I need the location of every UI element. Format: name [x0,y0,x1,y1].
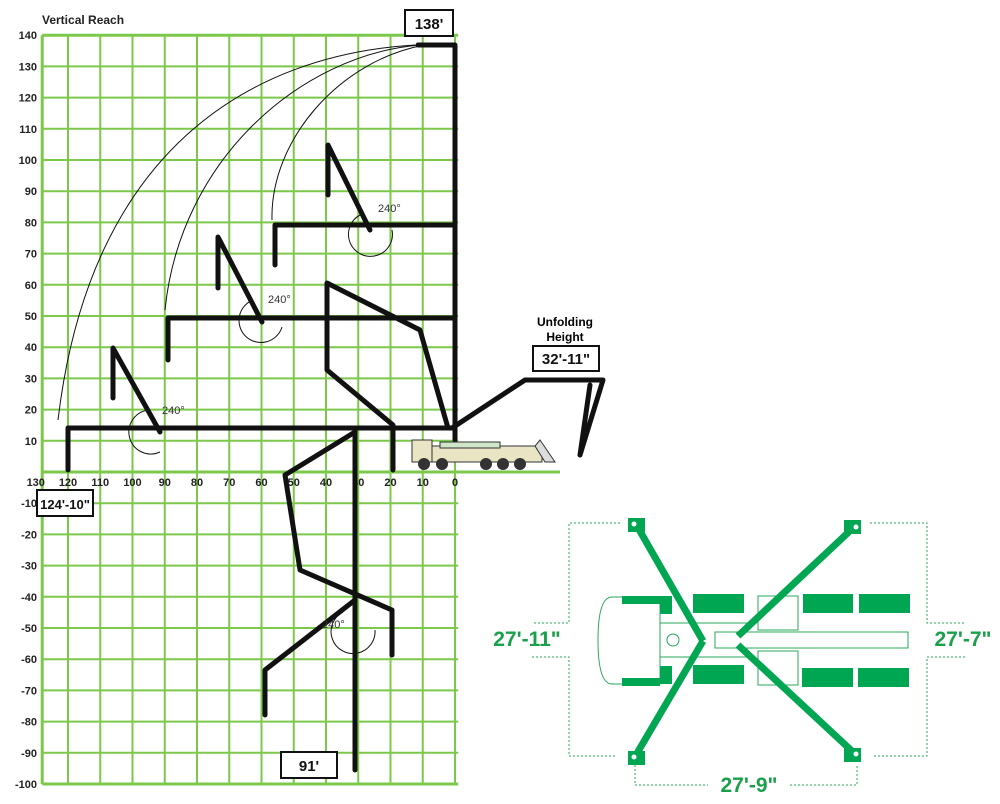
boom-horizontal-fold [110,345,163,435]
y-tick-label: 40 [25,342,37,354]
boom-zfold [324,280,451,473]
rear-spread-label: 27'-7" [935,628,992,651]
slew-angle-label: 240° [162,405,185,417]
y-tick-label: -100 [15,779,37,791]
y-tick-label: 10 [25,436,37,448]
reach-arcs [57,44,426,654]
unfolding-height: Unfolding Height 32'-11" [532,315,600,372]
svg-text:32'-11": 32'-11" [542,351,590,368]
svg-text:124'-10": 124'-10" [40,497,90,512]
max-horizontal-box: 124'-10" [36,489,94,517]
y-tick-label: 60 [25,280,37,292]
boom-horizontal [65,425,458,473]
svg-text:Height: Height [546,330,583,344]
truck-icon [411,439,556,470]
x-tick-label: 20 [384,477,396,489]
x-tick-label: 0 [452,477,458,489]
y-tick-label: 20 [25,405,37,417]
y-tick-label: -10 [21,498,37,510]
y-tick-label: 140 [19,30,37,42]
y-tick-label: 110 [19,124,37,136]
y-tick-label: -60 [21,654,37,666]
max-depth-box: 91' [280,751,338,779]
max-vertical-box: 138' [404,9,454,37]
chart-title: Vertical Reach [42,13,124,27]
y-tick-label: 90 [25,186,37,198]
boom-positions [65,42,606,773]
boom-80ft-fold [325,142,373,233]
y-tick-label: 50 [25,311,37,323]
x-tick-label: 130 [27,477,45,489]
svg-text:138': 138' [415,16,444,33]
boom-unfolding [449,377,606,458]
svg-text:91': 91' [299,758,319,775]
x-tick-label: 70 [223,477,235,489]
x-tick-label: 120 [59,477,77,489]
y-tick-label: -30 [21,561,37,573]
axis-ticks: 140130120110100908070605040302010-10-20-… [15,30,458,791]
y-tick-label: 80 [25,217,37,229]
x-tick-label: 90 [159,477,171,489]
y-tick-label: -50 [21,623,37,635]
outrigger-plan: 27'-11" 27'-7" 27'-9" [493,518,991,797]
boom-depth-fold2 [262,597,358,718]
x-tick-label: 10 [417,477,429,489]
svg-text:Unfolding: Unfolding [537,315,593,329]
slew-angle-label: 240° [322,619,345,631]
boom-depth-fold [282,429,395,658]
y-tick-label: -70 [21,685,37,697]
y-tick-label: -20 [21,529,37,541]
x-tick-label: 100 [123,477,141,489]
y-tick-label: 70 [25,249,37,261]
y-tick-label: 30 [25,373,37,385]
y-tick-label: -90 [21,748,37,760]
boom-50ft-fold [215,234,265,325]
x-tick-label: 60 [255,477,267,489]
x-tick-label: 50 [288,477,300,489]
front-spread-label: 27'-11" [493,628,561,651]
boom-vertical [415,42,458,443]
slew-angle-label: 240° [268,294,291,306]
boom-80ft [272,222,458,268]
y-tick-label: 120 [19,93,37,105]
grid [40,33,459,786]
x-tick-label: 40 [320,477,332,489]
y-tick-label: 130 [19,61,37,73]
y-tick-label: 100 [19,155,37,167]
slew-angle-label: 240° [378,203,401,215]
y-tick-label: -40 [21,592,37,604]
boom-50ft [165,315,458,363]
x-tick-label: 110 [91,477,109,489]
side-spread-label: 27'-9" [721,774,778,797]
x-tick-label: 80 [191,477,203,489]
y-tick-label: -80 [21,717,37,729]
